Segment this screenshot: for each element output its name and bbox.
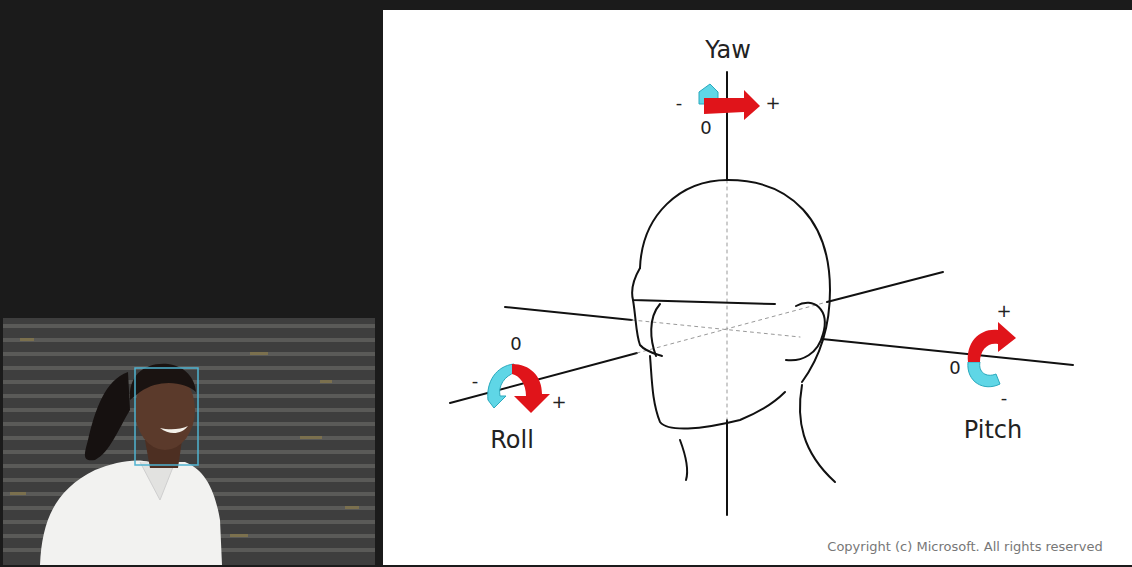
zero-mark: 0 — [510, 335, 521, 353]
pitch-axis — [822, 339, 1073, 365]
roll-arrow — [488, 364, 550, 413]
roll-axis — [827, 272, 943, 302]
zero-mark: 0 — [949, 359, 960, 377]
axis-name: Yaw — [705, 38, 751, 62]
pitch-arrow — [968, 322, 1016, 387]
sign-mark: + — [551, 393, 566, 411]
yaw-arrow — [699, 84, 760, 120]
sign-mark: - — [676, 94, 683, 112]
yaw-axis — [726, 72, 728, 180]
pitch-axis — [505, 307, 632, 320]
photo — [3, 318, 375, 565]
axis-name: Pitch — [964, 418, 1022, 442]
head-drawing — [450, 72, 1073, 515]
axis-name: Roll — [490, 428, 534, 452]
sign-mark: + — [765, 94, 780, 112]
sign-mark: - — [1001, 389, 1008, 407]
copyright-note: Copyright (c) Microsoft. All rights rese… — [827, 540, 1102, 553]
sign-mark: + — [996, 302, 1011, 320]
zero-mark: 0 — [700, 119, 711, 137]
sign-mark: - — [472, 372, 479, 390]
yaw-axis — [726, 420, 728, 515]
white-panel — [383, 10, 1132, 565]
